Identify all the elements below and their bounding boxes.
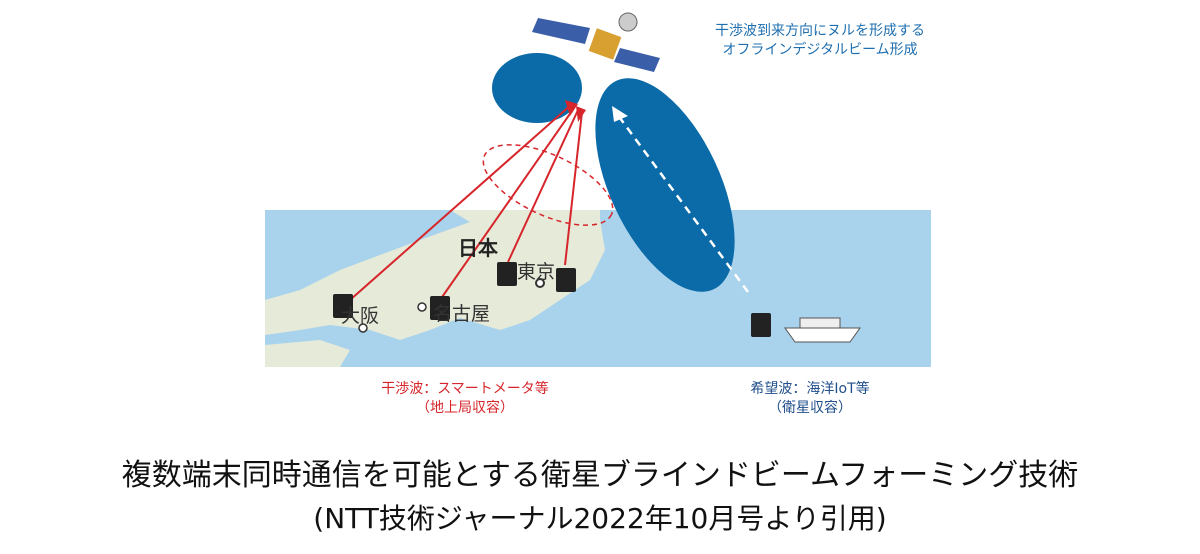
desired-label: 希望波：海洋IoT等 （衛星収容） <box>720 380 900 418</box>
interference-line1: 干渉波：スマートメータ等 <box>381 381 549 397</box>
interference-arrows <box>349 103 583 301</box>
caption-title: 複数端末同時通信を可能とする衛星ブラインドビームフォーミング技術 <box>121 458 1079 493</box>
arrow-head-icon <box>612 106 628 122</box>
japan-map <box>265 210 931 367</box>
null-region-ellipse <box>482 144 614 226</box>
city-tokyo: 東京 <box>517 261 556 283</box>
annotation-line1: 干渉波到来方向にヌルを形成する <box>715 23 925 39</box>
side-beam <box>492 53 582 123</box>
caption-source: (NTT技術ジャーナル2022年10月号より引用) <box>313 502 887 535</box>
interference-label: 干渉波：スマートメータ等 （地上局収容） <box>340 380 590 418</box>
annotation-line2: オフラインデジタルビーム形成 <box>722 42 918 58</box>
country-label: 日本 <box>458 236 498 260</box>
city-osaka: 大阪 <box>341 305 380 327</box>
city-nagoya: 名古屋 <box>433 303 491 325</box>
meter-devices <box>333 262 771 337</box>
desired-line2: （衛星収容） <box>768 400 852 416</box>
desired-line1: 希望波：海洋IoT等 <box>750 381 870 397</box>
interference-line2: （地上局収容） <box>416 400 514 416</box>
ship-icon <box>784 317 861 343</box>
beamforming-annotation: 干渉波到来方向にヌルを形成する オフラインデジタルビーム形成 <box>660 22 980 60</box>
satellite-icon <box>532 12 660 72</box>
